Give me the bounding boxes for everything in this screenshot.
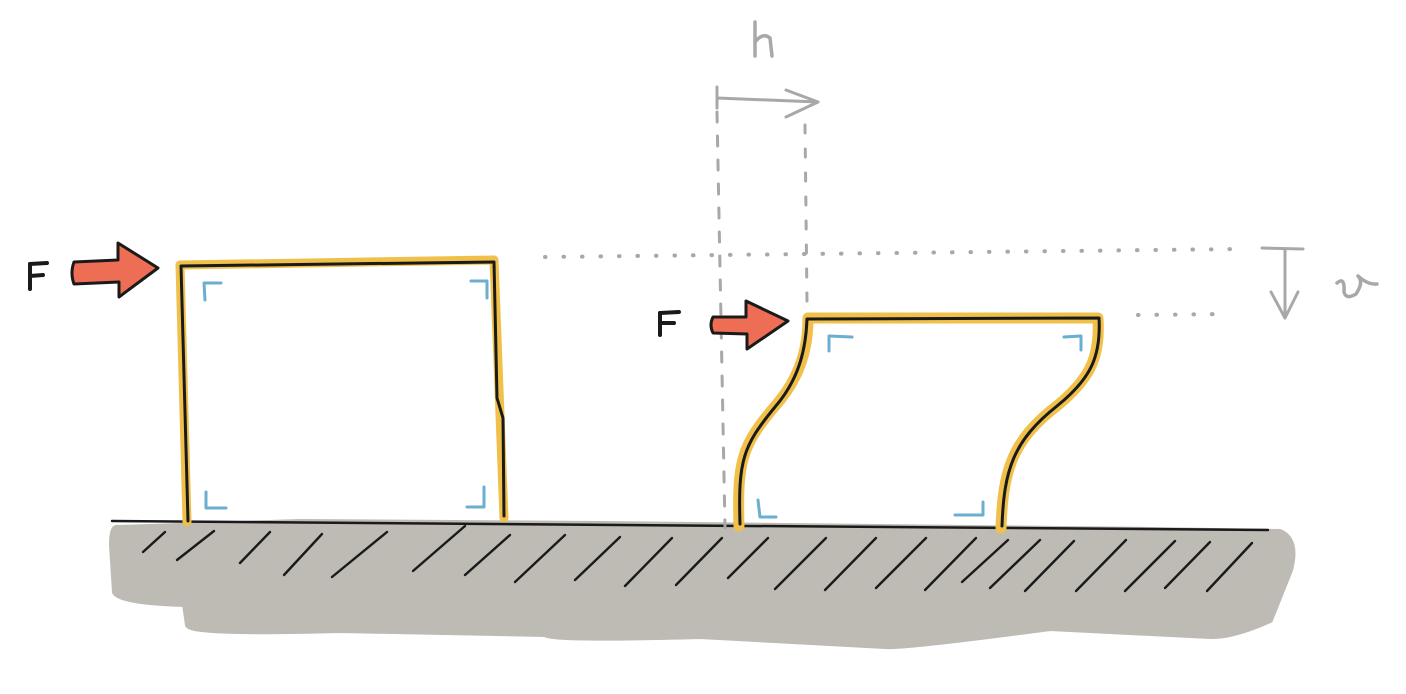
h-label-glyph — [753, 20, 774, 58]
v-label-glyph — [1335, 274, 1379, 299]
undeformed-frame-corner-marks — [202, 279, 489, 510]
horizontal-displacement-arrow — [715, 85, 820, 119]
force-label-right-glyph — [658, 310, 681, 337]
undeformed-frame-outline — [179, 260, 506, 523]
undeformed-frame-highlight — [175, 255, 509, 527]
deformed-frame-outline — [738, 316, 1101, 528]
corner-mark-top-right — [469, 279, 489, 300]
corner-mark-top-left — [202, 281, 223, 302]
deformed-frame-corner-marks — [756, 334, 1083, 519]
ground-surface-line — [110, 519, 1270, 532]
original-top-reference-line — [543, 247, 1242, 259]
vertical-displacement-arrow — [1260, 246, 1305, 320]
corner-mark-bottom-right — [465, 485, 486, 509]
force-arrow-left-shape — [70, 241, 160, 299]
corner-mark-bottom-left — [204, 490, 228, 510]
deformed-frame-highlight — [733, 312, 1104, 534]
original-post-guide — [715, 110, 727, 530]
corner-mark-bottom-right — [953, 500, 985, 517]
undeformed-frame — [175, 255, 509, 527]
force-arrow-right: F — [658, 299, 790, 351]
h-label: h — [763, 45, 764, 47]
corner-mark-top-right — [1062, 334, 1083, 352]
deflected-top-reference-line — [1136, 312, 1230, 317]
ground — [109, 519, 1296, 650]
annotations: h v — [543, 20, 1379, 530]
corner-mark-top-left — [827, 334, 854, 353]
corner-mark-bottom-left — [756, 498, 778, 519]
deformed-frame — [733, 312, 1104, 534]
displaced-post-guide — [803, 123, 809, 304]
ground-hatching — [141, 524, 1254, 593]
force-arrow-right-shape — [709, 299, 790, 351]
force-arrow-left: F — [28, 241, 160, 299]
force-label-left-glyph — [28, 261, 49, 291]
ground-fill — [109, 519, 1296, 650]
